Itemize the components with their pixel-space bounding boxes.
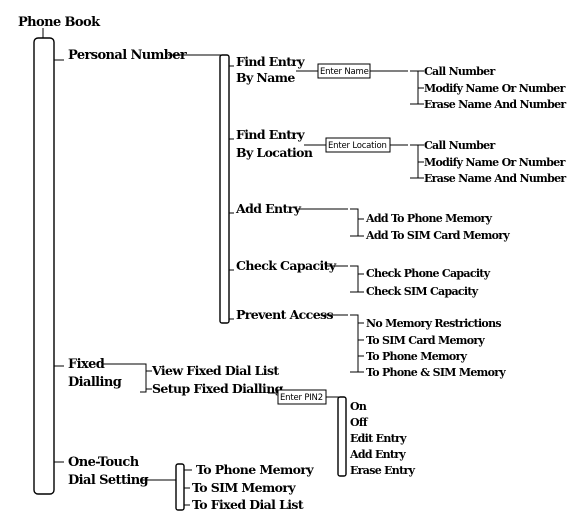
enter-location-prompt: Enter Location xyxy=(328,141,387,151)
find-by-name-option: Call Number xyxy=(424,65,495,78)
diagram-title: Phone Book xyxy=(18,15,101,30)
view-fixed-dial-list: View Fixed Dial List xyxy=(151,363,279,378)
prevent-access-option: To SIM Card Memory xyxy=(366,334,485,347)
find-by-location-bracket xyxy=(410,144,419,179)
setup-fixed-dialling: Setup Fixed Dialling xyxy=(152,381,284,396)
prevent-access-label: Prevent Access xyxy=(236,307,333,322)
find-by-name-option: Modify Name Or Number xyxy=(424,82,566,95)
one-touch-line1: One-Touch xyxy=(68,455,140,470)
fixed-dialling-line2: Dialling xyxy=(68,375,122,390)
add-entry-option: Add To SIM Card Memory xyxy=(365,229,510,242)
personal-number-label: Personal Number xyxy=(68,48,187,63)
check-capacity-bracket xyxy=(350,265,359,293)
add-entry-label: Add Entry xyxy=(235,201,302,216)
personal-number-submenu-bar xyxy=(219,54,230,324)
main-menu-bar xyxy=(33,37,55,495)
check-capacity-option: Check Phone Capacity xyxy=(366,267,491,280)
prevent-access-option: To Phone Memory xyxy=(366,350,468,363)
enter-pin2-prompt: Enter PIN2 xyxy=(280,393,323,403)
fixed-dialling-option: Add Entry xyxy=(349,448,406,461)
one-touch-options-bar xyxy=(175,463,185,511)
find-by-location-line1: Find Entry xyxy=(236,127,305,142)
fixed-dialling-option: On xyxy=(350,400,367,413)
prevent-access-bracket xyxy=(350,314,359,373)
one-touch-option: To Phone Memory xyxy=(196,462,314,477)
prevent-access-option: To Phone & SIM Memory xyxy=(366,366,506,379)
check-capacity-label: Check Capacity xyxy=(236,258,337,273)
prevent-access-option: No Memory Restrictions xyxy=(366,317,501,330)
fixed-dialling-option: Off xyxy=(350,416,369,429)
add-entry-bracket xyxy=(350,208,359,237)
check-capacity-option: Check SIM Capacity xyxy=(366,285,479,298)
one-touch-line2: Dial Setting xyxy=(68,473,149,488)
find-by-name-line2: By Name xyxy=(236,70,295,85)
find-by-location-option: Call Number xyxy=(424,139,495,152)
find-by-name-bracket xyxy=(410,70,419,105)
one-touch-option: To SIM Memory xyxy=(192,480,296,495)
fixed-dialling-options-bar xyxy=(337,396,347,477)
add-entry-option: Add To Phone Memory xyxy=(365,212,493,225)
find-by-location-line2: By Location xyxy=(236,145,313,160)
fixed-dialling-option: Erase Entry xyxy=(350,464,416,477)
fixed-dialling-option: Edit Entry xyxy=(350,432,407,445)
find-by-location-option: Modify Name Or Number xyxy=(424,156,566,169)
find-by-name-line1: Find Entry xyxy=(236,54,305,69)
one-touch-option: To Fixed Dial List xyxy=(192,497,304,512)
find-by-name-option: Erase Name And Number xyxy=(424,98,566,111)
fixed-dialling-line1: Fixed xyxy=(68,357,105,372)
find-by-location-option: Erase Name And Number xyxy=(424,172,566,185)
fixed-dialling-bracket xyxy=(140,363,147,393)
enter-name-prompt: Enter Name xyxy=(320,67,369,77)
